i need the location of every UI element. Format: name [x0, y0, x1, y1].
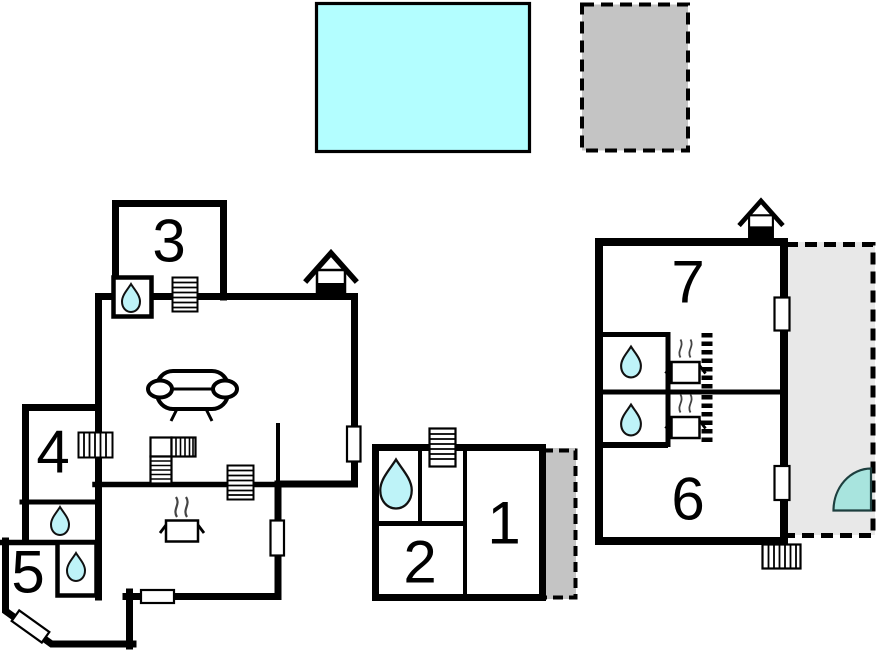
middle-building-interior-walls: [378, 450, 467, 595]
room-label-6: 6: [671, 466, 704, 533]
room-label-4: 4: [36, 419, 69, 486]
middle-strip-dashed-border: [543, 448, 578, 600]
middle-strip-fill: [542, 448, 576, 599]
stairs-icon: [77, 431, 114, 459]
stairs-icon: [171, 276, 199, 313]
sofa-icon: [146, 369, 239, 422]
window: [773, 296, 791, 332]
room-label-7: 7: [671, 249, 704, 316]
room-label-2: 2: [403, 529, 436, 596]
left-building: 3 4 5: [0, 200, 362, 650]
chimney-icon: [307, 253, 355, 297]
door: [10, 608, 51, 645]
room-label-1: 1: [487, 490, 520, 557]
middle-terrace-strip: [542, 448, 578, 600]
terrace: [784, 242, 876, 538]
swimming-pool: [314, 1, 532, 154]
right-building-interior-walls: [599, 332, 780, 448]
room-label-3: 3: [152, 208, 185, 275]
terrace-dashed-border: [786, 242, 876, 538]
steaming-pot-icon: [158, 496, 206, 543]
stairs-icon: [149, 436, 197, 485]
stairs-icon: [428, 427, 457, 468]
chimney-icon: [741, 201, 782, 238]
stairs-icon: [761, 543, 802, 570]
window: [269, 519, 286, 557]
right-building: 7 6: [595, 201, 802, 570]
water-drop-icon: [50, 506, 70, 536]
door-swing-icon: [832, 467, 873, 512]
window: [345, 425, 362, 463]
window: [773, 464, 791, 502]
door: [139, 588, 176, 605]
middle-building: 1 2: [372, 427, 546, 601]
stairs-icon: [226, 464, 255, 501]
outbuilding-dashed: [580, 2, 690, 153]
room-label-5: 5: [11, 539, 44, 606]
